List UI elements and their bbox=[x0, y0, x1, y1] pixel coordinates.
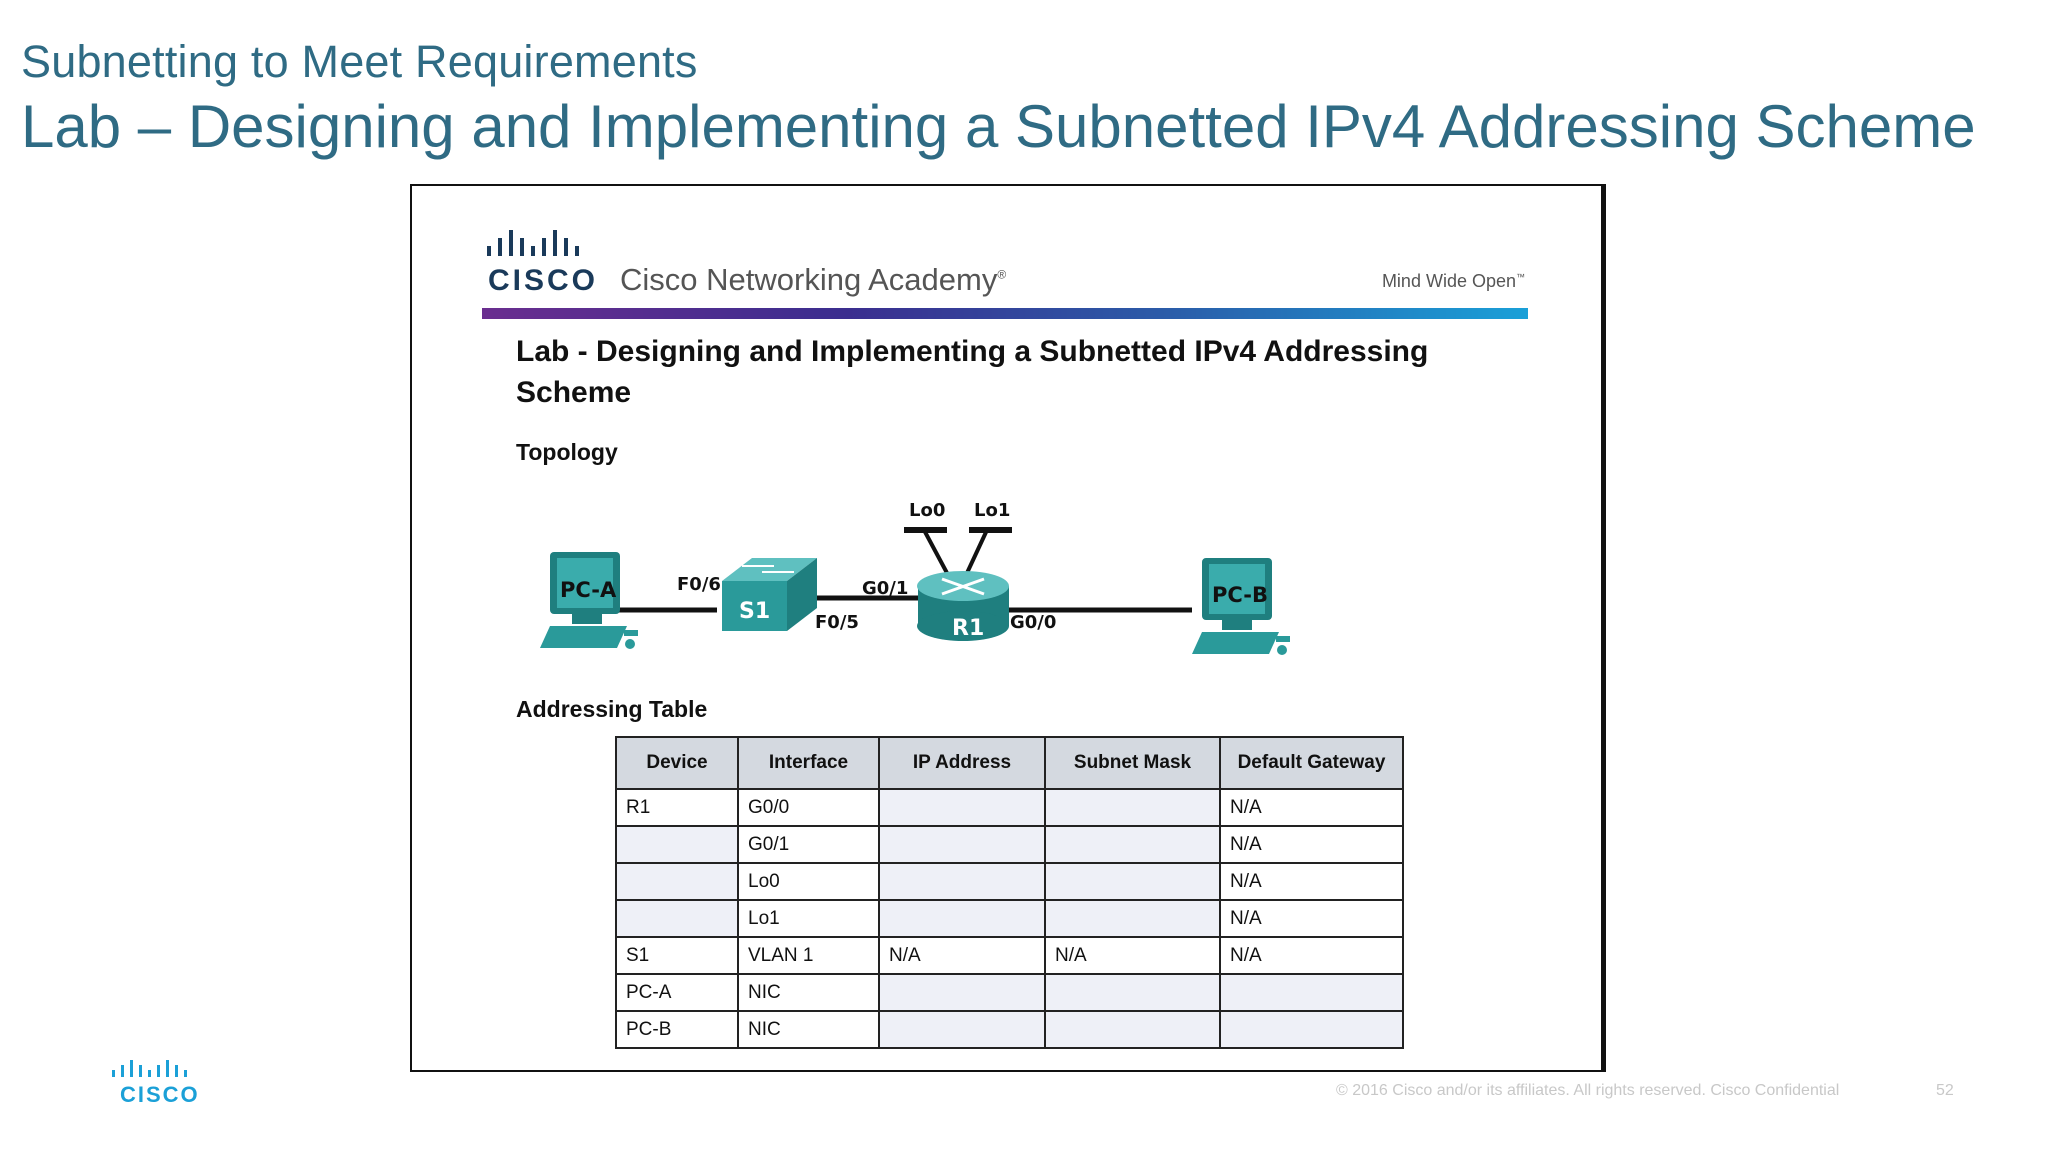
cell-device: S1 bbox=[615, 936, 739, 975]
cell-default-gateway: N/A bbox=[1219, 862, 1404, 901]
pc-a-icon bbox=[540, 552, 638, 649]
cell-device bbox=[615, 825, 739, 864]
cell-ip-address bbox=[878, 825, 1046, 864]
header-interface: Interface bbox=[737, 736, 880, 790]
pc-b-label: PC-B bbox=[1212, 583, 1268, 607]
label-f0-6: F0/6 bbox=[677, 574, 721, 595]
cell-device bbox=[615, 899, 739, 938]
doc-cisco-wordmark: CISCO bbox=[488, 264, 599, 297]
cell-default-gateway: N/A bbox=[1219, 899, 1404, 938]
cell-ip-address bbox=[878, 862, 1046, 901]
header-subnet-mask: Subnet Mask bbox=[1044, 736, 1221, 790]
table-row: S1 VLAN 1 N/A N/A N/A bbox=[615, 936, 1404, 975]
cell-ip-address: N/A bbox=[878, 936, 1046, 975]
cell-ip-address bbox=[878, 899, 1046, 938]
pc-b-icon bbox=[1192, 558, 1290, 655]
cisco-footer-logo-icon bbox=[112, 1060, 187, 1077]
addressing-table: Device Interface IP Address Subnet Mask … bbox=[615, 736, 1404, 1049]
header-device: Device bbox=[615, 736, 739, 790]
cell-default-gateway bbox=[1219, 1010, 1404, 1049]
switch-s1-label: S1 bbox=[739, 599, 770, 624]
cell-subnet-mask bbox=[1044, 973, 1221, 1012]
footer-copyright: © 2016 Cisco and/or its affiliates. All … bbox=[1336, 1082, 1840, 1099]
addressing-table-heading: Addressing Table bbox=[516, 696, 708, 722]
cell-subnet-mask bbox=[1044, 862, 1221, 901]
cell-default-gateway: N/A bbox=[1219, 788, 1404, 827]
link-r1-lo1 bbox=[965, 529, 989, 574]
label-g0-0: G0/0 bbox=[1010, 612, 1056, 633]
router-r1-label: R1 bbox=[952, 616, 984, 641]
cell-subnet-mask bbox=[1044, 899, 1221, 938]
table-row: Lo0 N/A bbox=[615, 862, 1404, 901]
doc-lab-title: Lab - Designing and Implementing a Subne… bbox=[516, 335, 1429, 409]
cell-device bbox=[615, 862, 739, 901]
table-row: G0/1 N/A bbox=[615, 825, 1404, 864]
cell-ip-address bbox=[878, 973, 1046, 1012]
cell-default-gateway: N/A bbox=[1219, 936, 1404, 975]
footer-cisco-wordmark: CISCO bbox=[120, 1082, 200, 1107]
cell-device: R1 bbox=[615, 788, 739, 827]
doc-tagline: Mind Wide Open™ bbox=[1381, 271, 1525, 291]
label-g0-1: G0/1 bbox=[862, 578, 908, 599]
doc-gradient-bar bbox=[482, 308, 1528, 319]
cell-interface: NIC bbox=[737, 973, 880, 1012]
slide-subtitle: Subnetting to Meet Requirements bbox=[21, 36, 698, 87]
table-row: PC-A NIC bbox=[615, 973, 1404, 1012]
doc-academy-name: Cisco Networking Academy® bbox=[620, 262, 1007, 297]
cell-ip-address bbox=[878, 1010, 1046, 1049]
cell-device: PC-A bbox=[615, 973, 739, 1012]
link-r1-lo0 bbox=[922, 529, 949, 574]
header-default-gateway: Default Gateway bbox=[1219, 736, 1404, 790]
footer-page-number: 52 bbox=[1936, 1082, 1954, 1099]
cell-interface: Lo0 bbox=[737, 862, 880, 901]
switch-s1-icon bbox=[722, 558, 817, 631]
cell-interface: G0/1 bbox=[737, 825, 880, 864]
label-f0-5: F0/5 bbox=[815, 612, 859, 633]
label-lo1: Lo1 bbox=[974, 500, 1010, 521]
slide-title: Lab – Designing and Implementing a Subne… bbox=[21, 93, 1976, 160]
cell-subnet-mask bbox=[1044, 788, 1221, 827]
table-row: R1 G0/0 N/A bbox=[615, 788, 1404, 827]
table-header-row: Device Interface IP Address Subnet Mask … bbox=[615, 736, 1404, 790]
label-lo0: Lo0 bbox=[909, 500, 945, 521]
lab-document-image: CISCO Cisco Networking Academy® Mind Wid… bbox=[410, 184, 1606, 1072]
cell-subnet-mask: N/A bbox=[1044, 936, 1221, 975]
router-r1-icon bbox=[917, 571, 1009, 641]
cell-subnet-mask bbox=[1044, 1010, 1221, 1049]
header-ip-address: IP Address bbox=[878, 736, 1046, 790]
table-row: PC-B NIC bbox=[615, 1010, 1404, 1049]
pc-a-label: PC-A bbox=[560, 578, 617, 602]
cell-interface: VLAN 1 bbox=[737, 936, 880, 975]
table-row: Lo1 N/A bbox=[615, 899, 1404, 938]
cell-subnet-mask bbox=[1044, 825, 1221, 864]
topology-heading: Topology bbox=[516, 439, 618, 465]
cell-interface: G0/0 bbox=[737, 788, 880, 827]
cell-interface: NIC bbox=[737, 1010, 880, 1049]
cisco-bridge-logo-icon bbox=[487, 230, 579, 256]
cell-interface: Lo1 bbox=[737, 899, 880, 938]
cell-default-gateway: N/A bbox=[1219, 825, 1404, 864]
cell-default-gateway bbox=[1219, 973, 1404, 1012]
cell-ip-address bbox=[878, 788, 1046, 827]
cell-device: PC-B bbox=[615, 1010, 739, 1049]
topology-diagram: PC-A S1 R1 PC-B F0 bbox=[540, 500, 1290, 655]
